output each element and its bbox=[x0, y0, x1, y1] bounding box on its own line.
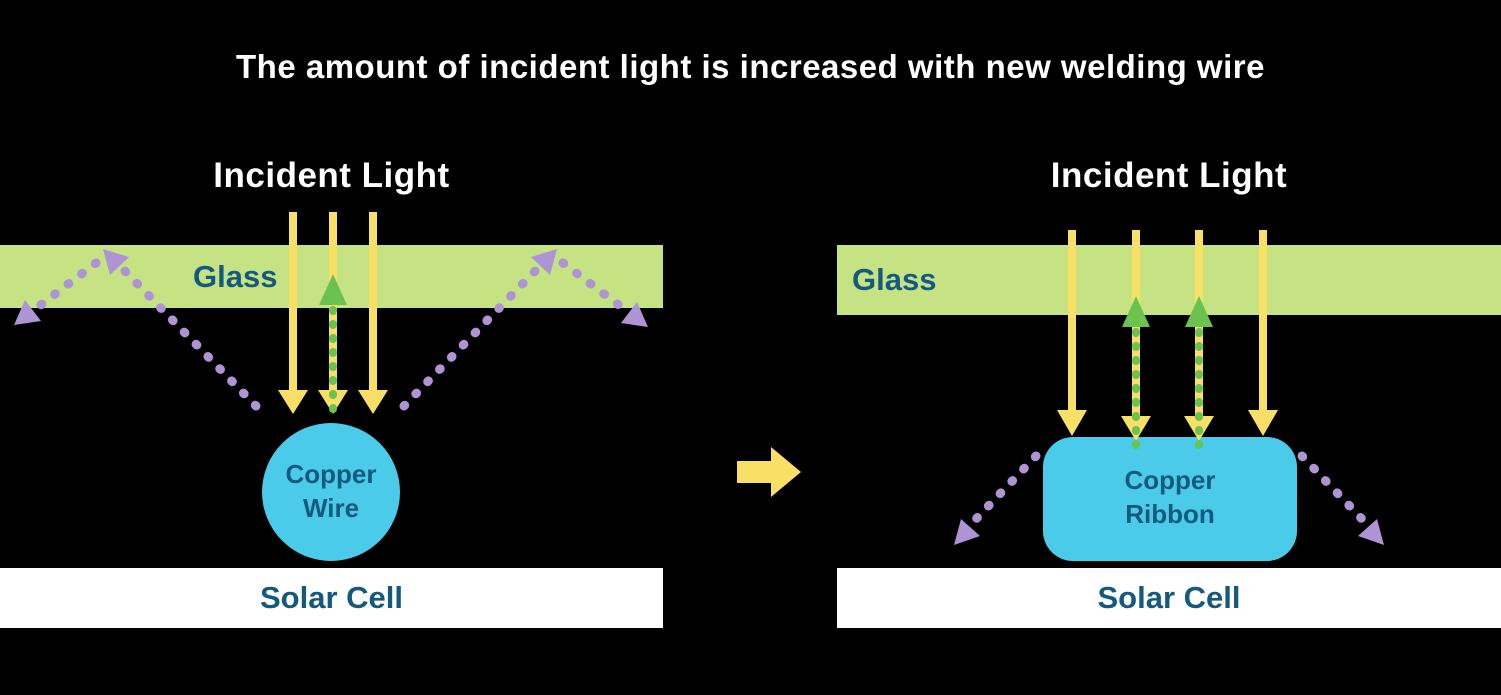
copper-wire-label-line2: Wire bbox=[302, 492, 360, 523]
solar-cell-right bbox=[837, 568, 1501, 628]
incident-light-label-right: Incident Light bbox=[1050, 156, 1288, 195]
solar-cell-left bbox=[0, 568, 663, 628]
incident-light-label-left: Incident Light bbox=[213, 156, 450, 195]
glass-layer-right bbox=[837, 245, 1501, 315]
copper-wire-label: Copper Wire bbox=[262, 458, 400, 526]
copper-ribbon-shape bbox=[1043, 437, 1297, 561]
solar-cell-label-left: Solar Cell bbox=[260, 580, 403, 615]
glass-label-right: Glass bbox=[852, 262, 937, 297]
reflected-rays-up-right-icon bbox=[1122, 296, 1213, 449]
incident-rays-left-icon bbox=[278, 212, 388, 414]
copper-ribbon-label-line1: Copper bbox=[1124, 465, 1216, 495]
glass-label-left: Glass bbox=[193, 259, 278, 294]
copper-wire-label-line1: Copper bbox=[285, 459, 377, 489]
copper-ribbon-label: Copper Ribbon bbox=[1043, 464, 1297, 532]
copper-ribbon-label-line2: Ribbon bbox=[1125, 498, 1215, 529]
solar-cell-label-right: Solar Cell bbox=[1097, 580, 1241, 615]
glass-layer-left bbox=[0, 245, 663, 308]
copper-wire-shape bbox=[262, 423, 400, 561]
transition-arrow-icon bbox=[737, 447, 801, 497]
diagram-title: The amount of incident light is increase… bbox=[236, 48, 1265, 85]
